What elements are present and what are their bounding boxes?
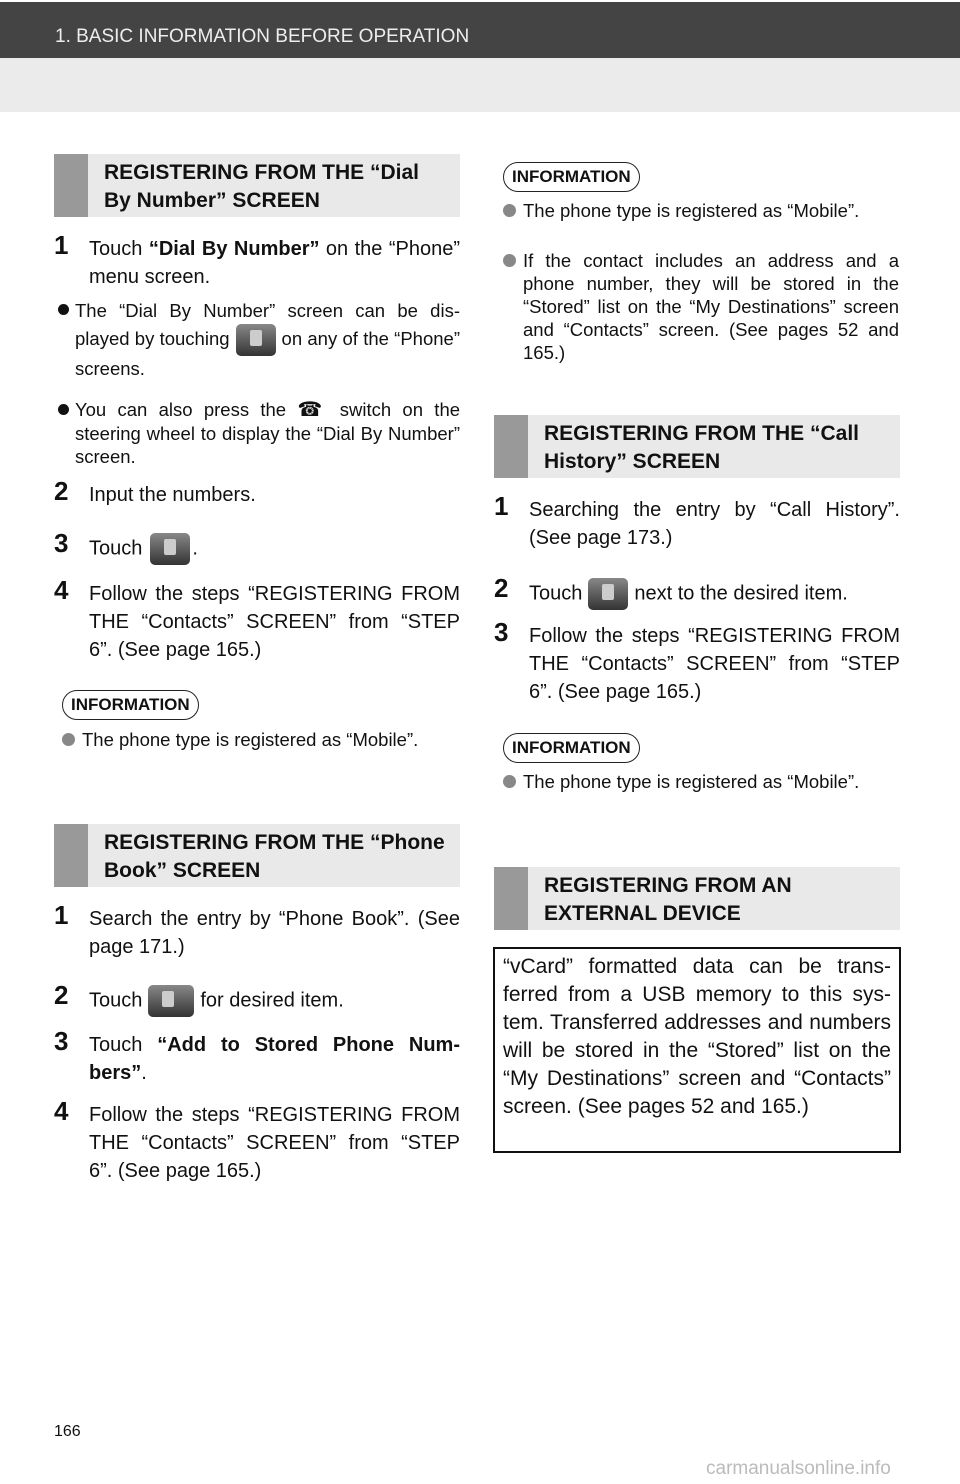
bullet-text: switch on the steering wheel to display …: [75, 399, 461, 467]
step-text: next to the desired item.: [634, 582, 848, 605]
step-4: 4 Follow the steps “REGISTERING FROM THE …: [54, 1097, 460, 1185]
step-text: .: [141, 1062, 147, 1084]
info-bullet: The phone type is registered as “Mobile”…: [62, 728, 458, 751]
bullet-text: on any of the “Phone” screens.: [75, 327, 460, 379]
step-1: 1 Search the entry by “Phone Book”. (See …: [54, 901, 460, 961]
step-text: Input the numbers.: [89, 484, 256, 506]
information-badge: INFORMATION: [503, 162, 640, 192]
section-heading-call-history: REGISTERING FROM THE “Call History” SCRE…: [494, 415, 900, 478]
step-3: 3 Touch “Add to Stored Phone Num-bers”.: [54, 1027, 460, 1087]
step-text: Touch: [529, 582, 583, 605]
step-text: Follow the steps “REGISTERING FROM THE “…: [89, 1104, 460, 1182]
step-4: 4 Follow the steps “REGISTERING FROM THE …: [54, 576, 460, 664]
section-heading-phone-book: REGISTERING FROM THE “Phone Book” SCREEN: [54, 824, 460, 887]
step-text: for desired item.: [200, 989, 344, 1012]
step-number: 3: [54, 1026, 69, 1056]
step-number: 2: [494, 573, 509, 603]
information-badge: INFORMATION: [62, 690, 199, 720]
bullet-item: The “Dial By Number” screen can be dis-p…: [54, 298, 460, 382]
step-1: 1 Touch “Dial By Number” on the “Phone” m…: [54, 231, 460, 291]
save-button-icon: [588, 578, 629, 610]
info-bullet: If the contact includes an address and a…: [503, 249, 899, 364]
information-badge: INFORMATION: [503, 733, 640, 763]
watermark: carmanualsonline.info: [706, 1458, 891, 1479]
page-number: 166: [54, 1423, 81, 1440]
chapter-header: 1. BASIC INFORMATION BEFORE OPERATION: [0, 2, 960, 58]
step-bold-text: “Dial By Number”: [148, 238, 320, 260]
step-number: 4: [54, 1096, 69, 1126]
step-2: 2 Touch next to the desired item.: [494, 574, 900, 610]
note-box: “vCard” formatted data can be trans-ferr…: [493, 947, 901, 1153]
step-number: 1: [54, 230, 69, 260]
step-text: Search the entry by “Phone Book”. (See p…: [89, 908, 460, 958]
step-text: Touch: [89, 1034, 158, 1056]
step-bold-text: “Add to Stored Phone Num-bers”: [89, 1034, 460, 1084]
step-text: on the “Phone” menu screen.: [89, 238, 460, 288]
step-text: Touch: [89, 537, 143, 560]
section-heading-external-device: REGISTERING FROM AN EXTERNAL DEVICE: [494, 867, 900, 930]
bullet-text: The “Dial By Number” screen can be dis-p…: [75, 300, 460, 349]
step-text: Follow the steps “REGISTERING FROM THE “…: [89, 583, 460, 661]
info-bullet: The phone type is registered as “Mobile”…: [503, 770, 899, 793]
phone-handset-icon: ☎: [297, 399, 329, 421]
step-number: 2: [54, 980, 69, 1010]
step-text: Touch: [89, 989, 143, 1012]
step-number: 3: [494, 617, 509, 647]
step-number: 2: [54, 476, 69, 506]
step-text: .: [192, 537, 198, 560]
step-number: 4: [54, 575, 69, 605]
section-heading-dial-by-number: REGISTERING FROM THE “Dial By Number” SC…: [54, 154, 460, 217]
edit-button-icon: [148, 985, 195, 1017]
step-number: 1: [54, 900, 69, 930]
step-1: 1 Searching the entry by “Call History”. …: [494, 492, 900, 552]
bullet-item: You can also press the ☎ switch on the s…: [54, 398, 460, 468]
step-3: 3 Touch.: [54, 529, 460, 565]
step-2: 2 Touch for desired item.: [54, 981, 460, 1017]
step-text: Searching the entry by “Call History”. (…: [529, 499, 900, 549]
header-band: [0, 58, 960, 112]
step-number: 1: [494, 491, 509, 521]
step-number: 3: [54, 528, 69, 558]
step-text: Follow the steps “REGISTERING FROM THE “…: [529, 625, 900, 703]
info-bullet: The phone type is registered as “Mobile”…: [503, 199, 899, 222]
phone-button-icon: [235, 324, 276, 356]
bullet-text: You can also press the: [75, 399, 287, 420]
step-3: 3 Follow the steps “REGISTERING FROM THE …: [494, 618, 900, 706]
step-text: Touch: [89, 238, 149, 260]
step-2: 2 Input the numbers.: [54, 477, 460, 509]
save-button-icon: [150, 533, 191, 565]
